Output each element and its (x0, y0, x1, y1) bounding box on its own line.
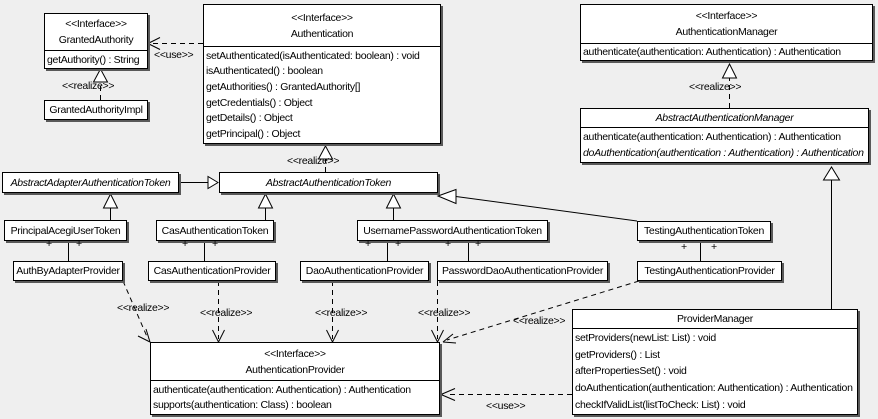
association-end-label: + (212, 238, 218, 250)
association-end-label: + (445, 238, 451, 250)
realize-label-daoprovider: <<realize>> (315, 307, 368, 319)
association-end-label: + (395, 238, 401, 250)
realize-label-grantedauthorityimpl: <<realize>> (62, 80, 115, 92)
realize-arrow-casprovider (212, 281, 225, 343)
method: afterPropertiesSet() : void (575, 365, 687, 378)
class-name: AuthenticationManager (675, 26, 778, 38)
method: getProviders() : List (575, 348, 660, 361)
use-label-providermanager: <<use>> (486, 400, 526, 412)
class-granted-authority-impl: GrantedAuthorityImpl (44, 100, 148, 120)
class-name: AuthenticationProvider (245, 363, 345, 376)
class-provider-manager: ProviderManager setProviders(newList: Li… (572, 309, 858, 415)
method: authenticate(authentication: Authenticat… (153, 383, 411, 396)
class-name: Authentication (290, 27, 354, 40)
class-name: GrantedAuthorityImpl (49, 104, 143, 116)
class-name: GrantedAuthority (58, 34, 134, 46)
generalization-arrow-adapter-to-token (179, 175, 219, 190)
realize-label-passworddaoprovider: <<realize>> (418, 307, 471, 319)
method: supports(authentication: Class) : boolea… (153, 399, 332, 412)
class-abstract-authentication-token: AbstractAuthenticationToken (219, 172, 438, 193)
association-end-label: + (711, 241, 717, 253)
realize-label-casprovider: <<realize>> (200, 307, 253, 319)
class-name: UsernamePasswordAuthenticationToken (363, 224, 542, 237)
class-abstract-authentication-manager: AbstractAuthenticationManager authentica… (580, 108, 869, 163)
realize-arrow-authbyadapter-provider (122, 280, 151, 343)
class-name: AbstractAuthenticationManager (655, 112, 794, 124)
association-end-label: + (681, 241, 687, 253)
class-name: AuthByAdapterProvider (16, 265, 120, 277)
stereotype: <<Interface>> (695, 10, 758, 22)
realize-arrow-passworddaoprovider (431, 281, 444, 343)
realize-arrow-daoprovider (326, 281, 339, 343)
method: getAuthority() : String (47, 53, 140, 66)
use-arrow-authentication-grantedauthority (147, 37, 203, 50)
class-name: AbstractAdapterAuthenticationToken (10, 176, 171, 189)
class-testing-authentication-token: TestingAuthenticationToken (637, 221, 771, 241)
method: checkIfValidList(listToCheck: List) : vo… (575, 398, 746, 411)
class-cas-authentication-provider: CasAuthenticationProvider (148, 261, 276, 281)
realize-label-authbyadapter: <<realize>> (117, 302, 170, 314)
class-name: PasswordDaoAuthenticationProvider (441, 265, 604, 277)
method: getAuthorities() : GrantedAuthority[] (206, 81, 361, 94)
stereotype: <<Interface>> (264, 347, 326, 360)
method: doAuthentication(authentication : Authen… (583, 147, 864, 159)
realize-arrow-grantedauthorityimpl (92, 67, 109, 100)
class-authentication-provider: <<Interface>> AuthenticationProvider aut… (150, 342, 440, 415)
class-dao-authentication-provider: DaoAuthenticationProvider (300, 261, 429, 281)
class-username-password-authentication-token: UsernamePasswordAuthenticationToken (357, 220, 548, 241)
class-name: TestingAuthenticationToken (643, 225, 765, 237)
realize-arrow-abstractmanager-manager (721, 62, 738, 108)
association-end-label: + (46, 238, 52, 250)
class-name: CasAuthenticationToken (161, 224, 269, 237)
association-end-label: + (475, 238, 481, 250)
use-arrow-providermanager-authenticationprovider (440, 388, 572, 401)
class-authentication: <<Interface>> Authentication setAuthenti… (203, 4, 441, 144)
generalization-arrow-principal (102, 192, 119, 220)
stereotype: <<Interface>> (291, 11, 353, 24)
class-name: AbstractAuthenticationToken (265, 176, 392, 189)
use-label-authentication-grantedauthority: <<use>> (154, 49, 194, 61)
class-name: ProviderManager (676, 313, 754, 325)
realize-arrow-testingprovider (442, 280, 640, 344)
class-abstract-adapter-authentication-token: AbstractAdapterAuthenticationToken (2, 172, 179, 193)
realize-arrow-abstracttoken-authentication (317, 144, 334, 172)
generalization-arrow-cas-token (257, 192, 274, 220)
class-name: CasAuthenticationProvider (153, 265, 271, 277)
generalization-arrow-providermanager (822, 166, 841, 309)
class-auth-by-adapter-provider: AuthByAdapterProvider (13, 261, 123, 281)
class-name: DaoAuthenticationProvider (305, 265, 424, 277)
class-principal-acegi-user-token: PrincipalAcegiUserToken (4, 220, 127, 241)
class-name: TestingAuthenticationProvider (644, 265, 775, 277)
class-cas-authentication-token: CasAuthenticationToken (156, 220, 274, 241)
method: doAuthentication(authentication: Authent… (575, 382, 853, 395)
method: isAuthenticated() : boolean (206, 65, 323, 78)
realize-label-testingprovider: <<realize>> (513, 315, 566, 327)
method: setProviders(newList: List) : void (575, 332, 716, 345)
method: getDetails() : Object (206, 112, 293, 125)
realize-label-abstracttoken: <<realize>> (287, 155, 340, 167)
class-password-dao-authentication-provider: PasswordDaoAuthenticationProvider (437, 261, 608, 281)
class-testing-authentication-provider: TestingAuthenticationProvider (637, 261, 782, 281)
class-granted-authority: <<Interface>> GrantedAuthority getAuthor… (44, 13, 148, 69)
stereotype: <<Interface>> (65, 18, 127, 30)
method: setAuthenticated(isAuthenticated: boolea… (206, 49, 420, 62)
method: authenticate(authentication: Authenticat… (583, 46, 841, 58)
class-name: PrincipalAcegiUserToken (10, 224, 121, 237)
association-end-label: + (365, 238, 371, 250)
realize-label-abstractmanager: <<realize>> (689, 81, 742, 93)
method: getCredentials() : Object (206, 96, 313, 109)
generalization-arrow-testing-token (436, 188, 638, 222)
class-authentication-manager: <<Interface>> AuthenticationManager auth… (580, 4, 873, 61)
method: getPrincipal() : Object (206, 128, 301, 141)
association-end-label: + (76, 238, 82, 250)
method: authenticate(authentication: Authenticat… (583, 131, 841, 143)
generalization-arrow-usernamepassword-token (385, 192, 402, 220)
association-end-label: + (182, 238, 188, 250)
